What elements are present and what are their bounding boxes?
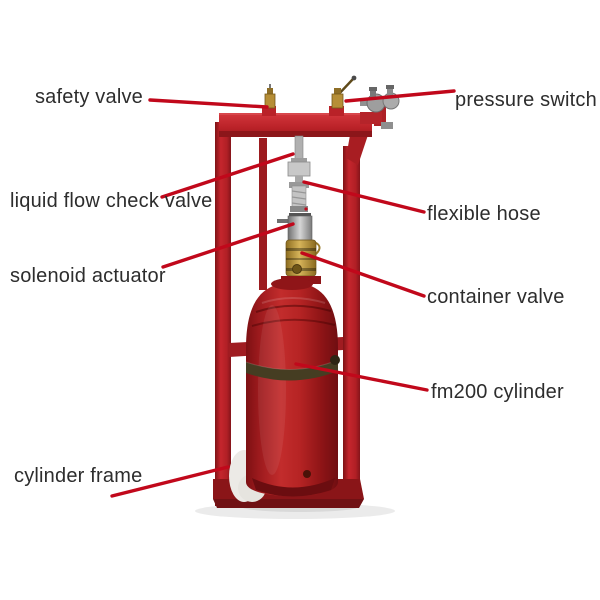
leader-line-solenoid-actuator bbox=[161, 222, 295, 269]
label-container-valve: container valve bbox=[427, 286, 565, 308]
leader-lines bbox=[110, 89, 456, 498]
leader-line-cylinder-frame bbox=[110, 465, 230, 498]
leader-line-pressure-switch bbox=[344, 89, 456, 103]
safety-valve-graphic bbox=[264, 84, 276, 109]
label-liquid-flow-check-valve: liquid flow check valve bbox=[10, 190, 213, 212]
check-valve-graphic bbox=[287, 158, 311, 184]
label-cylinder-frame: cylinder frame bbox=[14, 465, 143, 487]
cylinder-frame-graphic bbox=[213, 106, 372, 508]
label-fm200-cylinder: fm200 cylinder bbox=[431, 381, 564, 403]
lever-valve-graphic bbox=[331, 75, 357, 109]
fm200-cylinder-graphic bbox=[245, 276, 340, 497]
pressure-switch-graphic bbox=[360, 85, 400, 129]
leader-line-liquid-flow-check-valve bbox=[160, 152, 295, 199]
leader-line-container-valve bbox=[300, 251, 426, 298]
flexible-hose-graphic bbox=[289, 182, 309, 212]
leader-line-safety-valve bbox=[148, 98, 269, 109]
label-solenoid-actuator: solenoid actuator bbox=[10, 265, 166, 287]
leader-line-fm200-cylinder bbox=[294, 362, 429, 392]
label-flexible-hose: flexible hose bbox=[427, 203, 541, 225]
label-pressure-switch: pressure switch bbox=[455, 89, 597, 111]
leader-line-flexible-hose bbox=[302, 180, 426, 214]
label-safety-valve: safety valve bbox=[34, 86, 143, 108]
